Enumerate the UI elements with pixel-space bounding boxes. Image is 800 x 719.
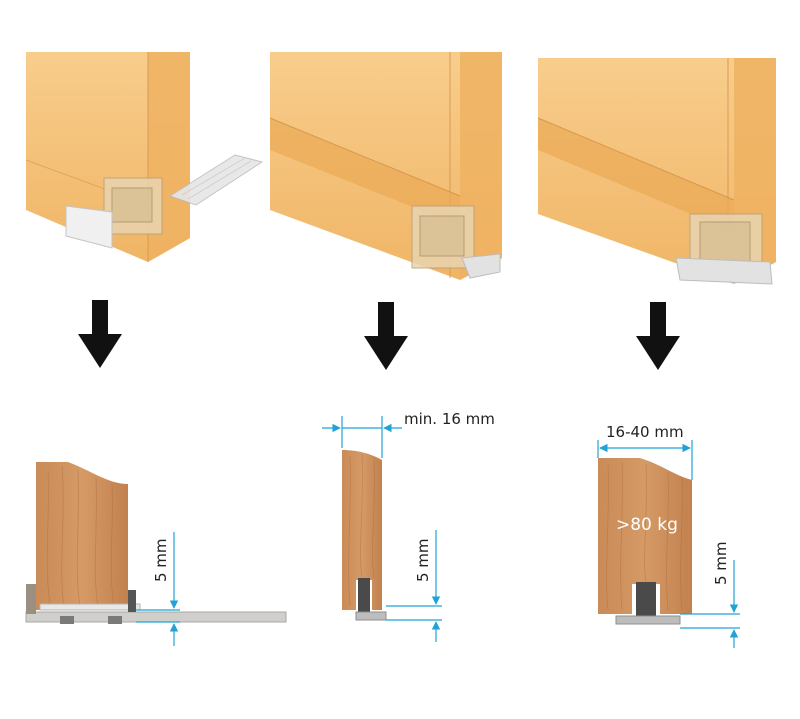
down-arrow-2: [364, 302, 408, 370]
door-3d-view-1: [25, 52, 264, 262]
groove-guide: [358, 578, 370, 614]
cross-section-2: min. 16 mm 5 mm: [322, 410, 495, 642]
cross-section-3: >80 kg 16-40 mm 5 mm: [597, 423, 740, 648]
dimension-label: 5 mm: [152, 538, 170, 582]
door-3d-view-3: [537, 58, 776, 285]
width-dimension-label: 16-40 mm: [606, 423, 684, 441]
dimension-label: 5 mm: [712, 541, 730, 585]
clear-floor-guide: [65, 205, 113, 249]
width-dimension-label: min. 16 mm: [404, 410, 495, 428]
cross-section-1: 5 mm: [25, 462, 287, 646]
door-3d-view-2: [269, 52, 502, 280]
down-arrow-1: [78, 300, 122, 368]
wood-door-section: [342, 450, 382, 610]
dimension-label: 5 mm: [414, 538, 432, 582]
load-capacity-label: >80 kg: [616, 515, 678, 535]
down-arrow-3: [636, 302, 680, 370]
groove-guide: [636, 582, 656, 616]
wood-door-section: [36, 462, 128, 610]
wood-door-section: [598, 458, 692, 614]
